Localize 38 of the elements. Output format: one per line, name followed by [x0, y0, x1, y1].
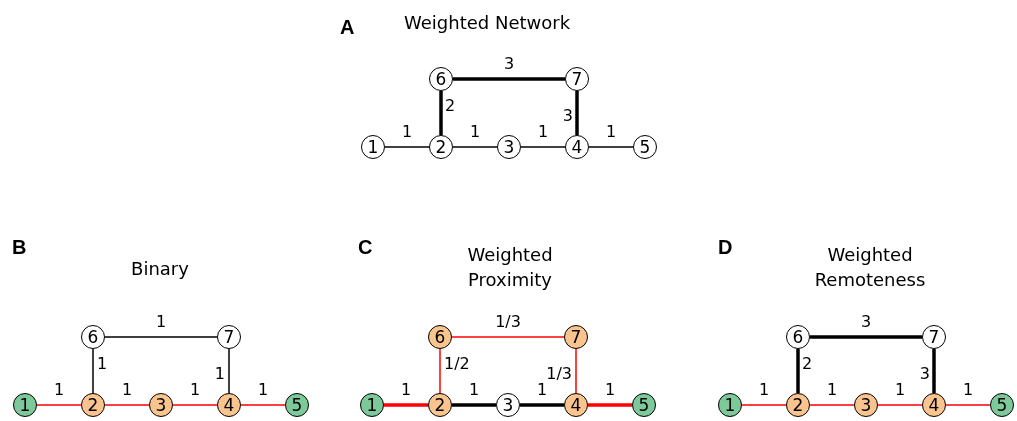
panel-letter: A [340, 15, 355, 40]
edge-line [575, 91, 579, 135]
panel-title: Weighted Remoteness [813, 243, 927, 292]
edge-line [36, 404, 82, 406]
edge-line [104, 336, 218, 338]
edge-line [452, 403, 496, 407]
edge-line [741, 404, 787, 406]
edge-line [104, 404, 150, 406]
edge-line [453, 77, 565, 81]
panel-letter: D [718, 235, 733, 260]
edge-line [228, 348, 230, 394]
edge-line [809, 404, 855, 406]
panel-letter: B [12, 235, 27, 260]
edge-line [172, 404, 218, 406]
edge-line [932, 349, 936, 393]
edge-line [877, 404, 923, 406]
panel-title: Weighted Network [404, 11, 571, 35]
edge-line [796, 349, 800, 393]
edge-line [439, 348, 441, 394]
edge-line [92, 348, 94, 394]
edge-line [384, 403, 428, 407]
edge-line [810, 335, 922, 339]
edge-line [452, 146, 498, 148]
panel-title: Binary [130, 257, 190, 281]
panel-letter: C [358, 235, 373, 260]
edge-line [520, 146, 566, 148]
edge-label: 1/2 [443, 355, 471, 373]
edge-line [520, 403, 564, 407]
edge-line [588, 403, 632, 407]
edge-line [588, 146, 634, 148]
edge-line [240, 404, 286, 406]
edge-line [575, 348, 577, 394]
edge-line [945, 404, 991, 406]
edge-label: 1/3 [545, 365, 573, 383]
panel-title: Weighted Proximity [466, 243, 554, 292]
edge-line [451, 336, 565, 338]
edge-line [384, 146, 430, 148]
edge-line [439, 91, 443, 135]
